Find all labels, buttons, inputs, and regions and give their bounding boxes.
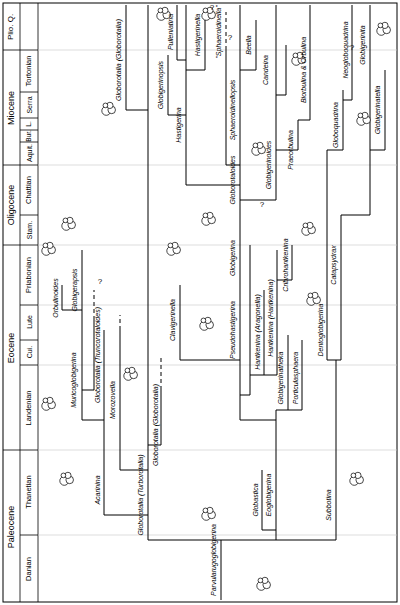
foram-icon [377, 22, 391, 35]
genus-label: Porticulasphaera [292, 352, 299, 405]
genus-label: Hantkenina (Aragonella) [254, 294, 261, 370]
uncertain-lineage [94, 12, 226, 390]
foram-icon [252, 142, 266, 155]
genus-label: Sphaeroidinellopsis [229, 80, 236, 141]
genus-label: Globorotalia (Globorotalia) [115, 19, 122, 101]
genus-label: Globigerinopsis [157, 61, 164, 109]
genus-label: Clavigerinella [169, 299, 176, 341]
genus-label: Globorotaloides [229, 155, 236, 204]
foram-icon [167, 242, 181, 255]
genus-label: Hastigerinella [194, 14, 201, 56]
genus-label: Catapsydrax [330, 245, 337, 284]
stage-label: Thanetian [25, 475, 33, 508]
epoch-label: Eocene [7, 333, 16, 364]
genus-label: Globigerinoides [265, 141, 272, 190]
genus-label: Hastigerina [175, 107, 182, 142]
stage-label: Bur. [26, 130, 33, 142]
genus-label: Biorbulina & Orbulina [300, 37, 307, 103]
genus-label: Globorotalia (Globorotalia) [152, 384, 159, 466]
lineage-line [62, 5, 385, 600]
epoch-label: Miocene [7, 91, 16, 125]
stage-label: Aquit. [26, 144, 33, 162]
foram-icon [42, 397, 56, 410]
genus-label: Parvularugoglobigerina [210, 524, 217, 596]
foram-icon [357, 112, 371, 125]
genus-label: Candeina [262, 55, 269, 85]
foram-icon [102, 102, 116, 115]
genus-label: Globigerapsis [71, 269, 78, 312]
genus-label: Cribrohantkenina [282, 238, 289, 291]
genus-label: Orbulinoides [52, 278, 59, 317]
foram-icon [124, 367, 138, 380]
genus-label: Acarinina [94, 475, 101, 504]
genus-label: Morozovella [109, 381, 116, 419]
stage-label: Stam. [26, 221, 33, 239]
genus-label: Praeorbulina [287, 130, 294, 170]
genus-label: Globoquadrina [332, 102, 339, 148]
epoch-label: Plio. Q. [7, 14, 15, 40]
query-mark: ? [98, 278, 102, 286]
query-mark: ? [260, 201, 264, 209]
stage-label: Lute [26, 315, 33, 329]
query-mark: ? [228, 34, 232, 42]
genus-label: Muricoglobigerina [70, 352, 77, 407]
epoch-label: Oligocene [7, 185, 16, 226]
genus-label: Dentoglobigerina [317, 304, 324, 357]
genus-label: Pseudohastigerina [229, 301, 236, 359]
column-divider [20, 3, 38, 602]
genus-label: Globigerina [229, 240, 236, 276]
stage-label: L. [26, 121, 33, 126]
foram-icon [350, 472, 364, 485]
foram-icon [200, 317, 214, 330]
stage-label: Serra [26, 96, 33, 113]
genus-label: Hantkenina (Hantkenina) [267, 279, 274, 356]
foram-icon [202, 507, 216, 520]
foram-icon [307, 292, 321, 305]
foram-icon [62, 217, 76, 230]
query-mark: ? [350, 44, 354, 52]
genus-label: Neogloboquadrina [342, 21, 349, 78]
genus-label: Pulleniatina [167, 14, 174, 50]
foram-icon [42, 242, 56, 255]
frame [3, 3, 397, 602]
stage-label: Chattian [25, 176, 33, 204]
foram-icon [257, 577, 271, 590]
genus-label: Beella [245, 35, 252, 54]
genus-label: "Sphaeroidinella" [215, 5, 222, 58]
genus-label: Globastica [252, 483, 259, 516]
genus-label: Globorotalia (Truncorotaloides) [94, 307, 101, 403]
foram-icon [60, 472, 74, 485]
foram-icon [302, 222, 316, 235]
query-mark: ? [210, 4, 214, 12]
genus-label: Globigerinatheka [277, 352, 284, 405]
epoch-boundary [3, 50, 20, 450]
stage-label: Priabonian [25, 257, 33, 293]
genus-label: Globigerinita [359, 25, 366, 64]
genus-label: Globigerinatella [374, 86, 381, 135]
epoch-label: Paleocene [7, 506, 16, 549]
foram-icon [202, 212, 216, 225]
stage-label: Tortonian [25, 56, 33, 87]
genus-label: Globorotalia (Turborotalia) [137, 454, 144, 535]
stage-boundary [20, 50, 38, 535]
stage-label: Cui. [26, 346, 33, 358]
stage-label: Landenian [25, 390, 33, 425]
genus-label: Eoglobigerina [265, 474, 272, 517]
foram-illustrations [42, 7, 391, 590]
genus-label: Subbotina [325, 489, 332, 521]
stage-label: Danian [25, 557, 33, 581]
